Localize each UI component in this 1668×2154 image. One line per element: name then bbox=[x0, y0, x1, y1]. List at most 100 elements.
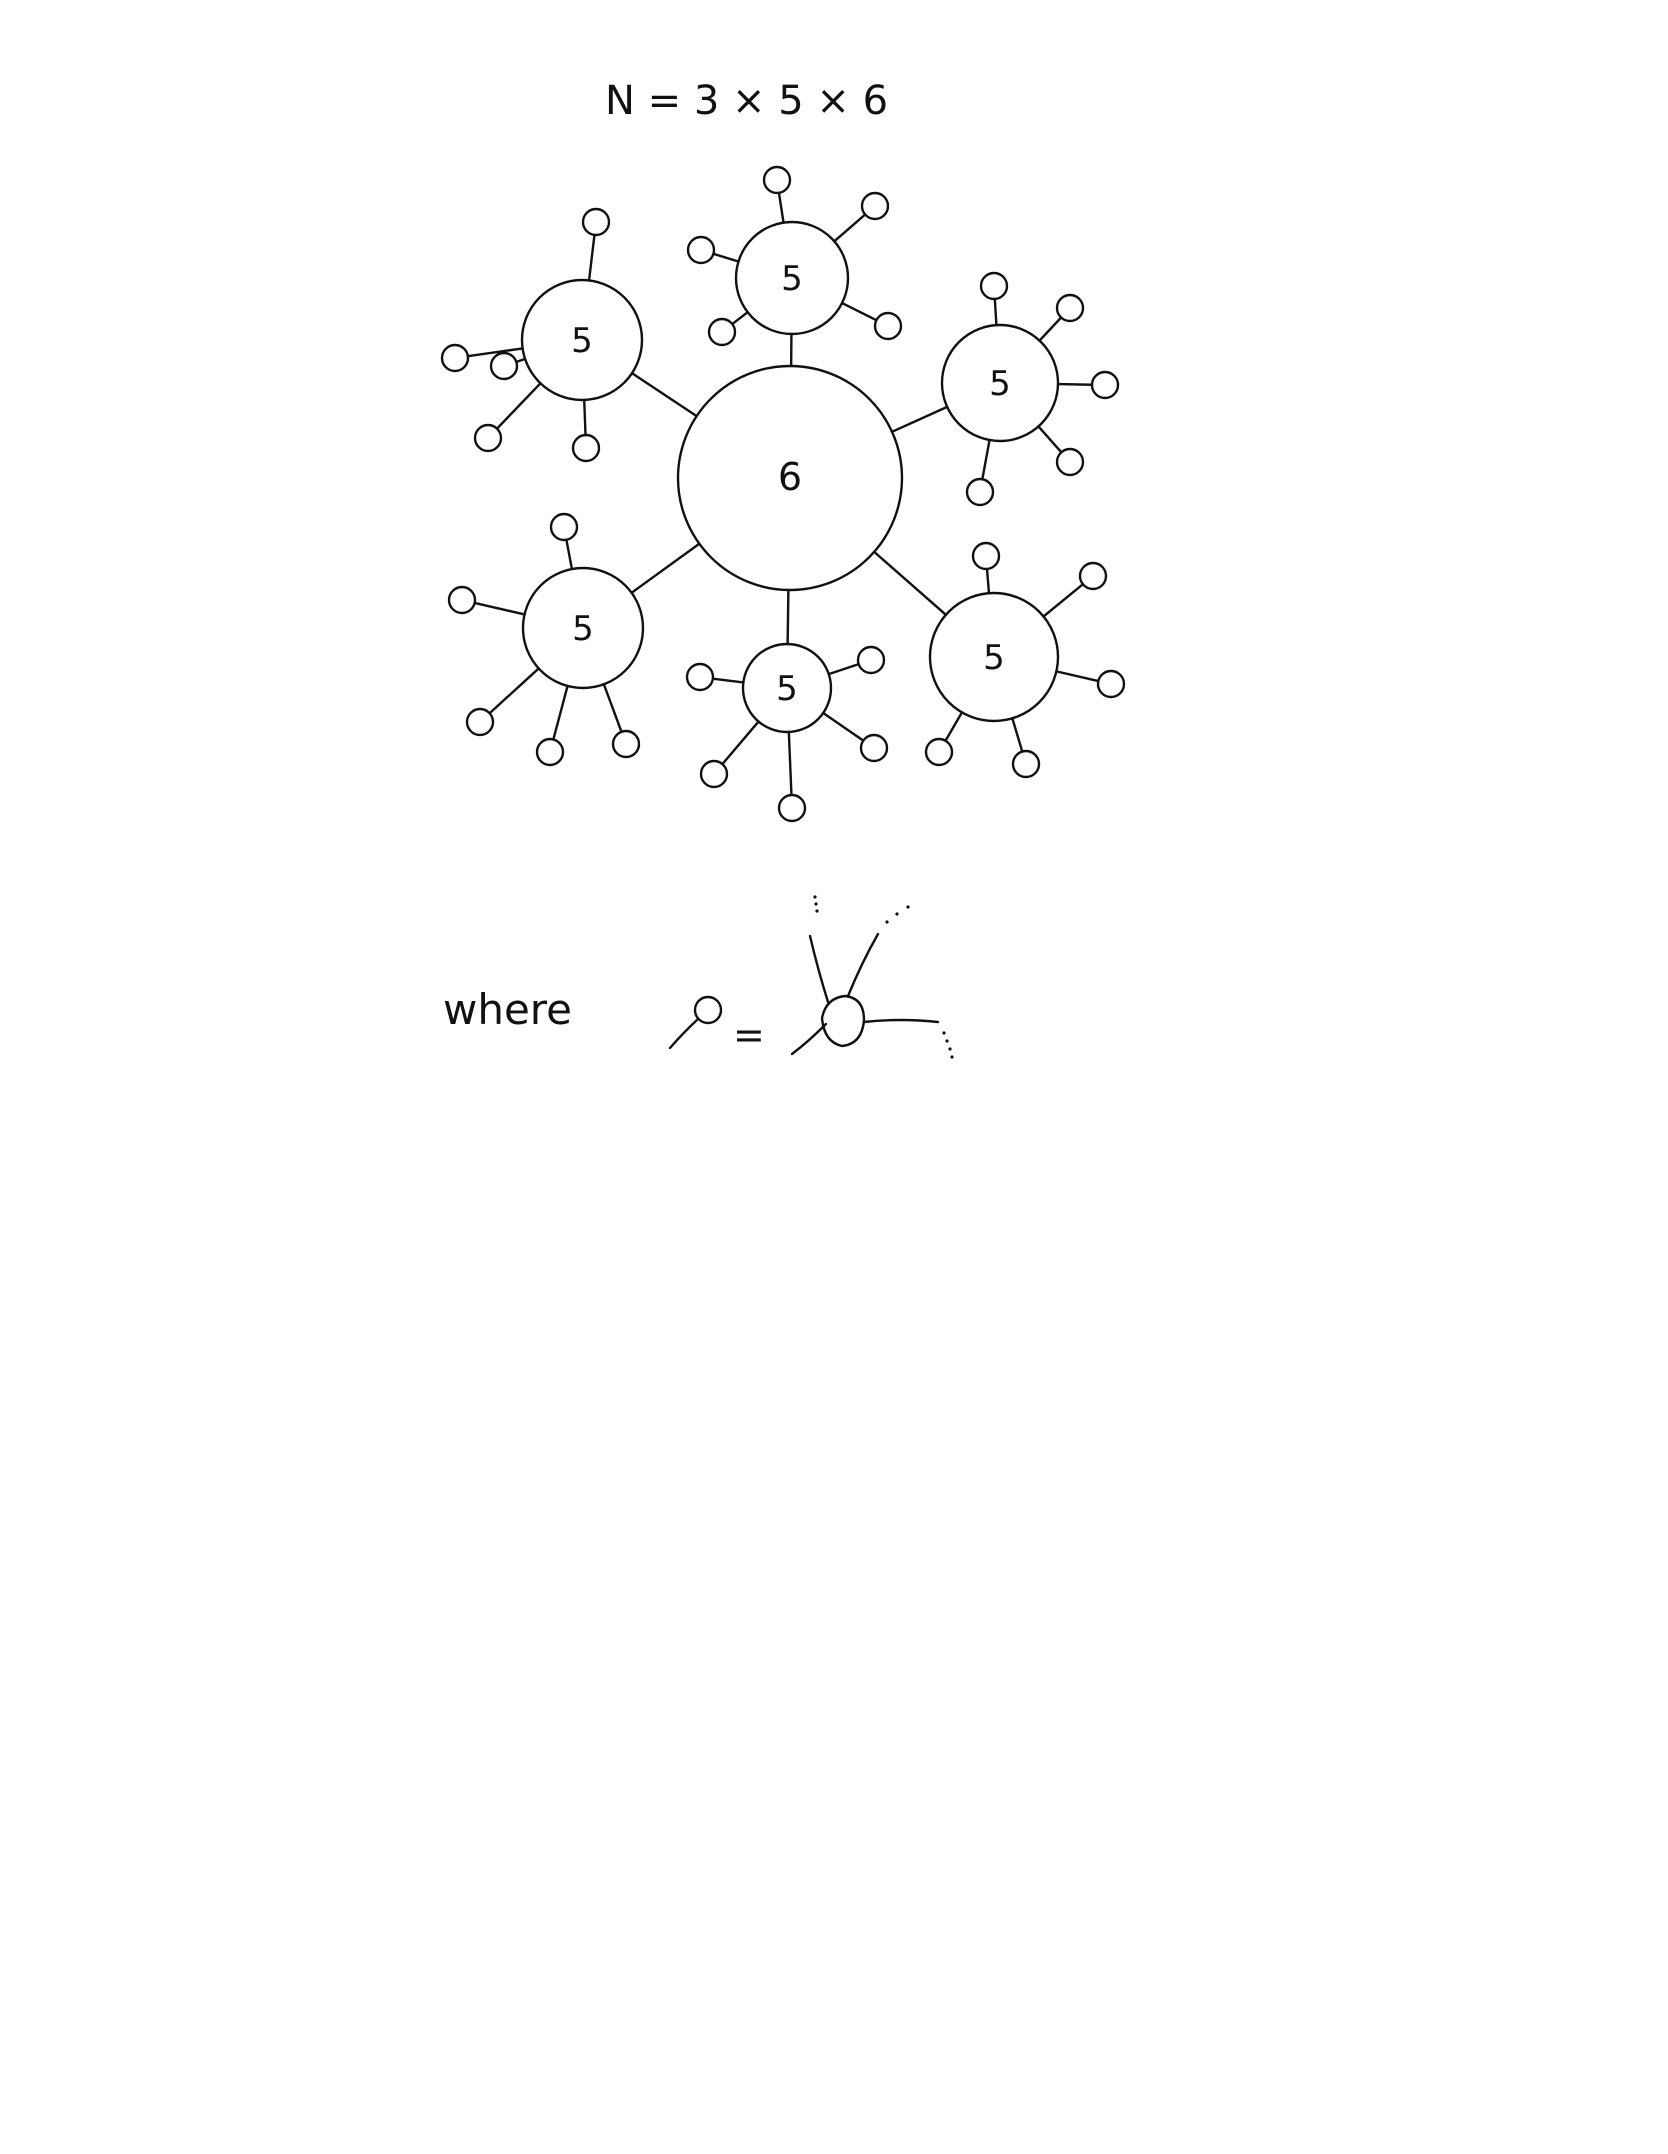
legend-dot bbox=[948, 1047, 952, 1051]
satellite-to-leaf-edge bbox=[1037, 425, 1063, 454]
satellite-node-label: 5 bbox=[781, 259, 803, 299]
satellite-to-leaf-edge bbox=[1011, 717, 1024, 753]
legend-star-edge-1 bbox=[790, 1022, 828, 1056]
legend-leaf-symbol bbox=[668, 995, 723, 1050]
satellite-to-leaf-edge bbox=[944, 711, 964, 742]
legend-star-symbol bbox=[790, 895, 954, 1059]
leaf-node bbox=[685, 662, 715, 692]
legend-dot bbox=[885, 920, 889, 924]
legend-star-node bbox=[820, 994, 866, 1048]
satellite-to-leaf-edge bbox=[565, 538, 574, 571]
legend-star-edge-3 bbox=[846, 932, 880, 998]
satellite-node: 5 bbox=[440, 207, 698, 463]
leaf-node bbox=[611, 729, 641, 759]
center-node-label: 6 bbox=[778, 455, 802, 499]
satellite-to-leaf-edge bbox=[993, 297, 998, 327]
center-to-satellite-edge bbox=[630, 542, 701, 594]
leaf-node bbox=[860, 191, 890, 221]
satellite-node: 5 bbox=[685, 588, 889, 823]
leaf-node bbox=[447, 585, 477, 615]
center-to-satellite-edge bbox=[630, 371, 698, 418]
satellite-node-label: 5 bbox=[776, 669, 798, 709]
satellite-to-leaf-edge bbox=[587, 233, 596, 282]
leaf-node bbox=[859, 733, 889, 763]
leaf-node bbox=[1096, 669, 1126, 699]
satellite-to-leaf-edge bbox=[833, 213, 867, 243]
legend-equals-sign: = bbox=[733, 1013, 765, 1057]
satellite-node-circle bbox=[741, 642, 833, 734]
leaf-node bbox=[571, 433, 601, 463]
leaf-node bbox=[686, 235, 716, 265]
satellite-to-leaf-edge bbox=[552, 684, 569, 741]
legend-leaf-stem bbox=[668, 1017, 700, 1050]
satellite-node-label: 5 bbox=[989, 364, 1011, 404]
leaf-node bbox=[873, 311, 903, 341]
leaf-node bbox=[856, 645, 886, 675]
satellite-node-label: 5 bbox=[571, 321, 593, 361]
leaf-node bbox=[979, 271, 1009, 301]
center-node: 6 bbox=[676, 364, 904, 592]
legend-star-edge-2 bbox=[808, 934, 830, 1004]
satellite-to-leaf-edge bbox=[721, 720, 760, 766]
leaf-node bbox=[707, 317, 737, 347]
satellite-to-leaf-edge bbox=[515, 357, 527, 364]
satellite-node: 5 bbox=[872, 541, 1126, 779]
satellite-to-leaf-edge bbox=[777, 191, 785, 224]
satellite-to-leaf-edge bbox=[827, 662, 860, 676]
satellite-to-leaf-edge bbox=[822, 711, 865, 742]
satellite-to-leaf-edge bbox=[473, 601, 526, 616]
leaf-node bbox=[473, 423, 503, 453]
leaf-node bbox=[1055, 447, 1085, 477]
leaf-node bbox=[535, 737, 565, 767]
satellite-to-leaf-edge bbox=[712, 252, 740, 263]
legend-dot bbox=[815, 909, 819, 913]
leaf-node bbox=[489, 351, 519, 381]
satellite-to-leaf-edge bbox=[495, 382, 542, 430]
leaf-node bbox=[549, 512, 579, 542]
legend-dot bbox=[945, 1039, 949, 1043]
leaf-node bbox=[465, 707, 495, 737]
leaf-node bbox=[1011, 749, 1041, 779]
legend: where = bbox=[443, 895, 954, 1059]
leaf-node bbox=[440, 343, 470, 373]
satellite-node: 5 bbox=[890, 271, 1120, 507]
legend-dot bbox=[950, 1055, 954, 1059]
center-to-satellite-edge bbox=[786, 588, 790, 646]
satellite-to-leaf-edge bbox=[602, 683, 623, 734]
satellite-node-label: 5 bbox=[983, 638, 1005, 678]
satellite-to-leaf-edge bbox=[466, 347, 524, 358]
legend-star-edge-4 bbox=[862, 1018, 940, 1024]
satellite-to-leaf-edge bbox=[583, 398, 587, 437]
leaf-node bbox=[1090, 370, 1120, 400]
legend-dot bbox=[942, 1031, 946, 1035]
leaf-node bbox=[762, 165, 792, 195]
leaf-node bbox=[581, 207, 611, 237]
satellite-to-leaf-edge bbox=[1056, 382, 1094, 386]
legend-dot bbox=[813, 895, 817, 899]
center-to-satellite-edge bbox=[872, 550, 948, 616]
leaf-node bbox=[1078, 561, 1108, 591]
satellite-to-leaf-edge bbox=[981, 438, 991, 481]
leaf-node bbox=[971, 541, 1001, 571]
satellite-to-leaf-edge bbox=[1042, 583, 1085, 618]
satellite-to-leaf-edge bbox=[488, 667, 540, 715]
satellite-node-circle bbox=[521, 566, 645, 690]
legend-leaf-circle bbox=[693, 995, 723, 1025]
legend-where-label: where bbox=[443, 985, 572, 1034]
satellite-to-leaf-edge bbox=[985, 567, 991, 595]
satellite-to-leaf-edge bbox=[731, 311, 749, 326]
legend-dot bbox=[906, 905, 910, 909]
satellite-to-leaf-edge bbox=[787, 730, 793, 797]
satellite-node-circle bbox=[928, 591, 1060, 723]
satellite-node-circle bbox=[520, 278, 644, 402]
center-to-satellite-edge bbox=[890, 405, 949, 434]
satellite-nodes: 5 5 5 5 5 5 bbox=[440, 165, 1126, 823]
satellite-to-leaf-edge bbox=[1038, 316, 1063, 342]
satellite-node-label: 5 bbox=[572, 609, 594, 649]
leaf-node bbox=[924, 737, 954, 767]
satellite-node: 5 bbox=[686, 165, 903, 368]
legend-dot bbox=[814, 902, 818, 906]
formula-label: N = 3 × 5 × 6 bbox=[605, 78, 888, 124]
satellite-to-leaf-edge bbox=[1055, 670, 1100, 683]
